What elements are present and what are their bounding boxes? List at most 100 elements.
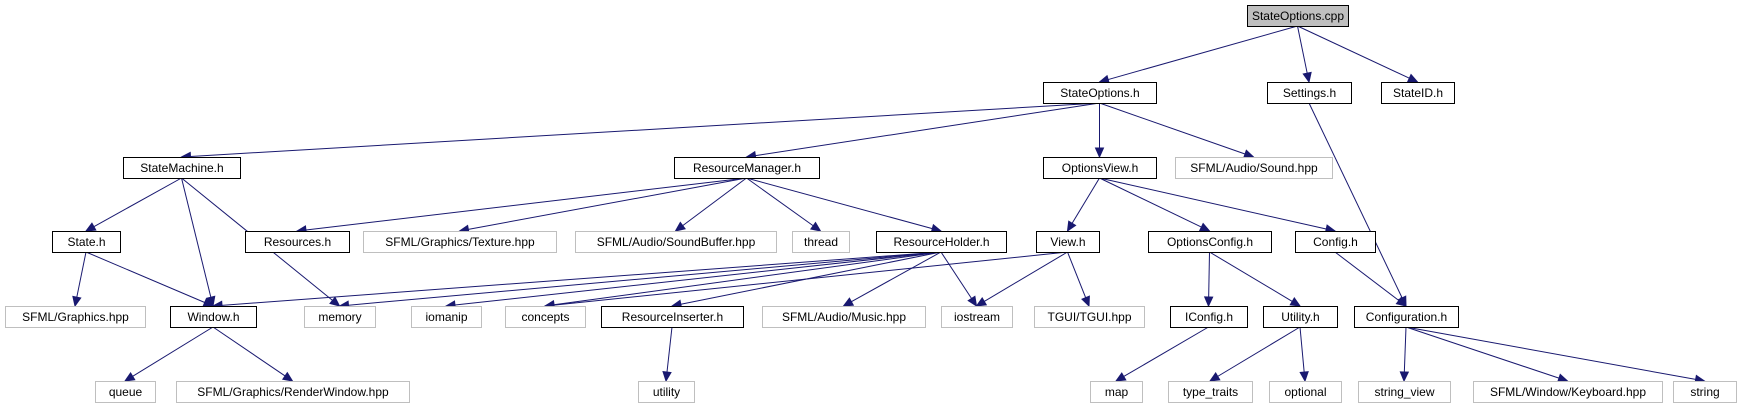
node-box [601,306,744,328]
edge-config-h-to-configuration-h [1334,251,1407,307]
node-box [1269,381,1342,403]
node-box [876,231,1007,253]
node-box [1358,381,1451,403]
node-label: SFML/Graphics/Texture.hpp [385,235,535,249]
node-box [505,306,586,328]
node-label: ResourceHolder.h [893,235,989,249]
edge-arrowhead [1114,372,1127,382]
edge-line [666,326,673,373]
node-sfml-window-keyboard: SFML/Window/Keyboard.hpp [1473,381,1663,403]
edge-arrowhead [281,371,294,382]
node-label: memory [318,310,361,324]
node-iconfig-h[interactable]: IConfig.h [1170,306,1248,328]
node-label: map [1105,385,1129,399]
node-label: StateID.h [1393,86,1443,100]
node-label: Utility.h [1281,310,1319,324]
node-map: map [1090,381,1143,403]
node-label: string [1690,385,1719,399]
edge-arrowhead [72,295,82,308]
edge-line [1297,25,1308,74]
node-label: OptionsConfig.h [1167,235,1253,249]
node-view-h[interactable]: View.h [1036,231,1100,253]
edge-line [132,326,214,377]
node-resourcemanager-h[interactable]: ResourceManager.h [674,157,820,179]
node-optionsconfig-h[interactable]: OptionsConfig.h [1148,231,1272,253]
node-optionsview-h[interactable]: OptionsView.h [1043,157,1157,179]
node-box [5,306,146,328]
node-box [638,381,695,403]
node-concepts: concepts [505,306,586,328]
node-label: SFML/Graphics/RenderWindow.hpp [197,385,389,399]
node-box [1354,306,1459,328]
node-resources-h[interactable]: Resources.h [245,231,350,253]
node-state-h[interactable]: State.h [52,231,121,253]
edge-optionsview-h-to-config-h [1099,177,1337,234]
node-box [575,231,777,253]
edge-line [1308,102,1403,299]
edge-resourceholder-h-to-iostream [940,251,978,308]
node-string-view: string_view [1358,381,1451,403]
node-stateid-h[interactable]: StateID.h [1381,82,1455,104]
node-utility: utility [638,381,695,403]
edges-layer [72,25,1706,385]
node-label: ResourceManager.h [693,161,801,175]
edge-line [93,177,182,228]
edge-line [1405,326,1696,380]
node-tgui: TGUI/TGUI.hpp [1034,306,1145,328]
edge-optionsview-h-to-view-h [1066,177,1100,233]
edge-arrowhead [84,222,97,232]
edge-arrowhead [842,297,855,307]
edge-line [553,251,942,306]
edge-line [468,177,747,230]
edge-line [454,251,942,306]
node-box [1034,306,1145,328]
node-label: State.h [67,235,105,249]
edge-arrowhead [1208,372,1221,382]
edge-arrowhead [1203,296,1214,308]
node-statemachine-h[interactable]: StateMachine.h [123,157,241,179]
node-resourceinserter-h[interactable]: ResourceInserter.h [601,306,744,328]
edge-line [755,102,1100,157]
edge-arrowhead [1242,149,1255,159]
edge-line [1217,326,1301,377]
edge-stateoptions-h-to-statemachine-h [180,102,1100,162]
node-utility-h[interactable]: Utility.h [1263,306,1338,328]
edge-arrowhead [809,221,822,232]
node-label: optional [1284,385,1326,399]
edge-view-h-to-tgui [1067,251,1090,308]
edge-arrowhead [329,296,341,307]
node-config-h[interactable]: Config.h [1295,231,1376,253]
node-label: iomanip [425,310,467,324]
edge-stateoptions-h-to-optionsview-h [1094,103,1105,159]
node-box [1170,306,1248,328]
edge-stateoptions-h-to-sfml-audio-sound [1099,102,1255,159]
node-stateoptions-cpp[interactable]: StateOptions.cpp [1247,5,1349,27]
node-label: iostream [954,310,1000,324]
node-box [1247,5,1349,27]
edge-arrowhead [1289,297,1302,307]
edge-resourceholder-h-to-sfml-audio-music [842,251,942,307]
edge-configuration-h-to-string-view [1399,326,1410,383]
edge-statemachine-h-to-window-h [181,177,216,308]
node-label: concepts [521,310,569,324]
node-settings-h[interactable]: Settings.h [1267,82,1352,104]
edge-optionsconfig-h-to-iconfig-h [1203,251,1214,308]
edge-stateoptions-h-to-resourcemanager-h [745,102,1100,161]
node-box [1381,82,1455,104]
edge-line [1299,326,1305,373]
node-stateoptions-h[interactable]: StateOptions.h [1043,82,1157,104]
node-label: SFML/Graphics.hpp [22,310,129,324]
node-resourceholder-h[interactable]: ResourceHolder.h [876,231,1007,253]
edge-stateoptions-cpp-to-settings-h [1297,25,1312,84]
edge-line [348,251,942,306]
node-box [1267,82,1352,104]
edge-resourcemanager-h-to-resourceholder-h [746,177,943,234]
edge-arrowhead [1299,371,1309,383]
node-configuration-h[interactable]: Configuration.h [1354,306,1459,328]
edge-state-h-to-sfml-graphics [72,251,87,308]
node-iomanip: iomanip [411,306,482,328]
node-box [674,157,820,179]
node-window-h[interactable]: Window.h [170,306,257,328]
edge-line [553,251,1068,306]
